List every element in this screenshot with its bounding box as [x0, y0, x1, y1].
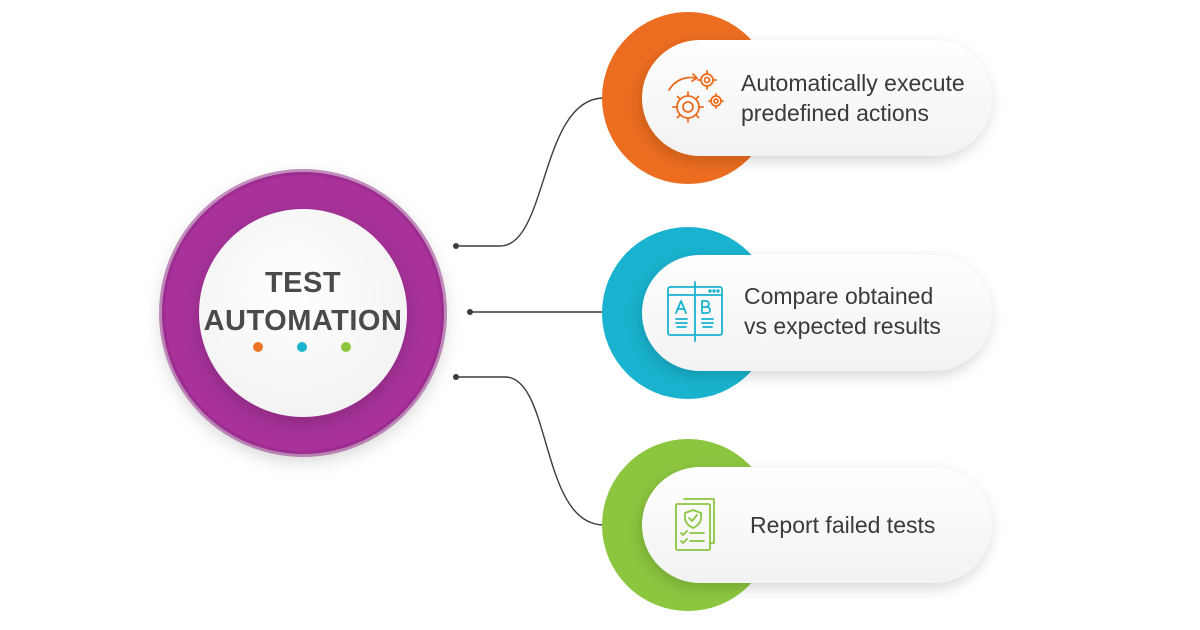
center-title-line2: AUTOMATION [204, 305, 403, 337]
connector-bottom [456, 376, 614, 526]
step-1-text-line1: Automatically execute [741, 70, 965, 96]
connector-top [456, 97, 614, 247]
step-execute-actions: Automatically execute predefined actions [602, 12, 992, 184]
ab-compare-icon [667, 281, 723, 342]
center-node: TEST AUTOMATION [159, 169, 447, 457]
gears-icon [668, 70, 724, 123]
step-report-failed: Report failed tests [602, 439, 992, 611]
connector-middle-anchor [467, 309, 473, 315]
step-2-text-line1: Compare obtained [744, 283, 933, 309]
center-dot-orange [253, 342, 263, 352]
connectors [453, 97, 616, 526]
center-title-line1: TEST [265, 267, 341, 299]
step-3-text-line1: Report failed tests [750, 512, 935, 538]
step-2-pill [642, 255, 992, 371]
step-1-pill [642, 40, 992, 156]
step-1-text-line2: predefined actions [741, 100, 929, 126]
step-compare-results: Compare obtained vs expected results [602, 227, 992, 399]
center-inner-disc [199, 209, 407, 417]
connector-bottom-anchor [453, 374, 459, 380]
step-2-text-line2: vs expected results [744, 313, 941, 339]
step-3-pill [642, 467, 992, 583]
center-ring-shade [159, 169, 447, 457]
connector-top-anchor [453, 243, 459, 249]
report-checklist-icon [675, 498, 715, 551]
center-dot-cyan [297, 342, 307, 352]
center-dot-green [341, 342, 351, 352]
